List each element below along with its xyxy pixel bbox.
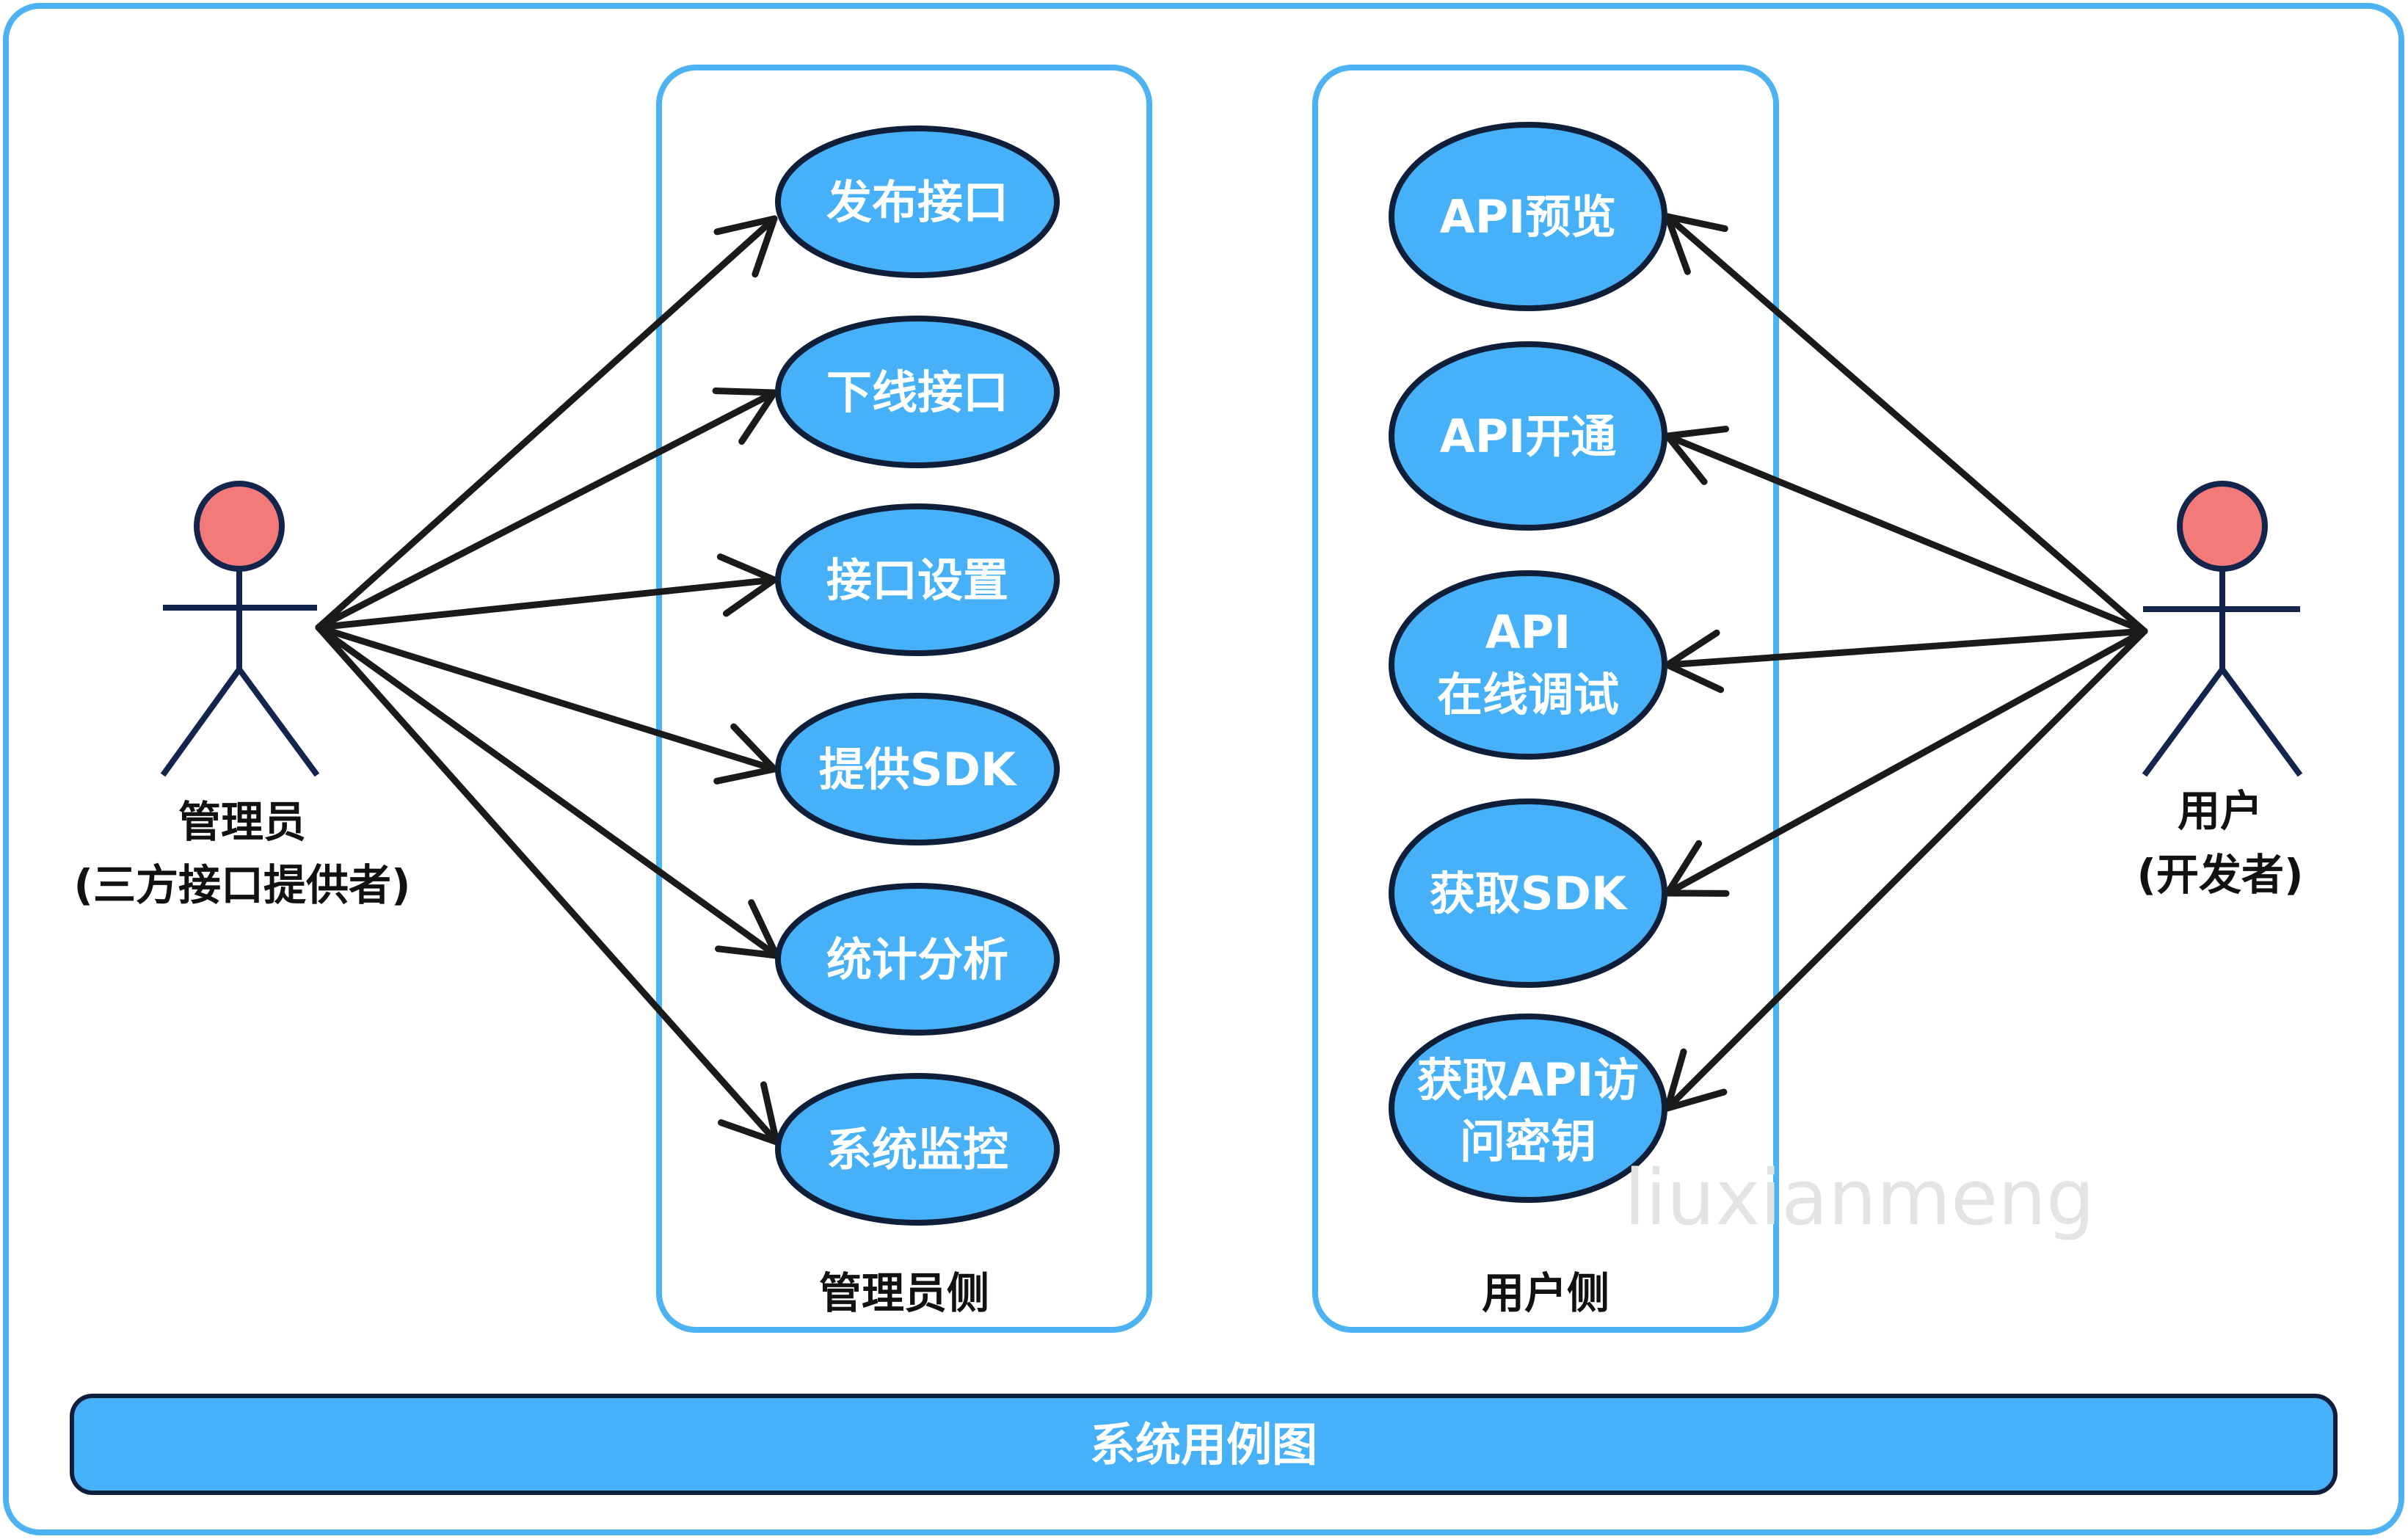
watermark: liuxianmeng [1624, 1153, 2095, 1243]
usecase-api-online-debug[interactable]: API 在线调试 [1389, 570, 1667, 760]
usecase-label: 提供SDK [819, 743, 1017, 796]
arrow-admin-publish-api [315, 215, 778, 631]
arrow-user-get-sdk [1664, 627, 2148, 897]
user-actor[interactable] [2142, 481, 2303, 777]
arrow-admin-statistics [315, 624, 780, 959]
usecase-label: API开通 [1440, 410, 1617, 463]
usecase-label: 获取SDK [1430, 867, 1628, 920]
actor-head [194, 481, 285, 572]
usecase-provide-sdk[interactable]: 提供SDK [775, 693, 1060, 845]
usecase-label: 统计分析 [826, 933, 1008, 986]
admin-side-container [656, 65, 1152, 1333]
usecase-system-monitor[interactable]: 系统监控 [775, 1073, 1060, 1226]
usecase-label-line-1: API [1485, 605, 1571, 659]
association-arrows [315, 213, 2148, 1146]
admin-actor-role: (三方接口提供者) [73, 860, 410, 910]
arrow-admin-offline-api [315, 388, 778, 631]
admin-actor[interactable] [160, 481, 320, 777]
admin-use-cases: 发布接口 下线接口 接口设置 提供SDK 统计分析 系统监控 [775, 125, 1060, 1226]
user-side-container [1312, 65, 1779, 1333]
usecase-label-line-2: 在线调试 [1437, 668, 1619, 721]
admin-actor-name: 管理员 [178, 797, 306, 847]
arrow-user-api-online-debug [1664, 627, 2148, 694]
usecase-label: 发布接口 [826, 175, 1008, 229]
usecase-publish-api[interactable]: 发布接口 [775, 125, 1060, 278]
diagram-title-banner [70, 1394, 2338, 1495]
usecase-statistics[interactable]: 统计分析 [775, 883, 1060, 1036]
arrow-admin-provide-sdk [315, 624, 778, 785]
user-actor-name: 用户 [2178, 786, 2263, 836]
admin-side-title: 管理员侧 [819, 1268, 989, 1318]
arrow-user-get-api-key [1664, 627, 2148, 1112]
arrow-user-api-activate [1664, 426, 2148, 635]
user-actor-role: (开发者) [2136, 850, 2303, 900]
usecase-api-activate[interactable]: API开通 [1389, 341, 1667, 531]
usecase-label: API预览 [1440, 190, 1617, 244]
outer-frame [3, 3, 2404, 1535]
usecase-api-preview[interactable]: API预览 [1389, 122, 1667, 311]
arrow-user-api-preview [1664, 213, 2148, 635]
usecase-label: 接口设置 [826, 553, 1008, 607]
usecase-label: 系统监控 [826, 1123, 1008, 1176]
user-use-cases: API预览 API开通 API 在线调试 获取SDK 获取API访 问密钥 [1389, 122, 1667, 1203]
arrow-admin-api-settings [315, 553, 778, 631]
usecase-get-sdk[interactable]: 获取SDK [1389, 798, 1667, 988]
usecase-api-settings[interactable]: 接口设置 [775, 503, 1060, 656]
diagram-title: 系统用例图 [1090, 1418, 1317, 1471]
usecase-label-line-2: 问密钥 [1460, 1115, 1596, 1168]
user-side-title: 用户侧 [1482, 1268, 1609, 1318]
usecase-offline-api[interactable]: 下线接口 [775, 316, 1060, 468]
actor-head [2177, 481, 2268, 572]
usecase-get-api-key[interactable]: 获取API访 问密钥 [1389, 1014, 1667, 1203]
arrow-admin-system-monitor [315, 624, 780, 1146]
usecase-label-line-1: 获取API访 [1417, 1053, 1640, 1107]
usecase-label: 下线接口 [826, 365, 1008, 419]
